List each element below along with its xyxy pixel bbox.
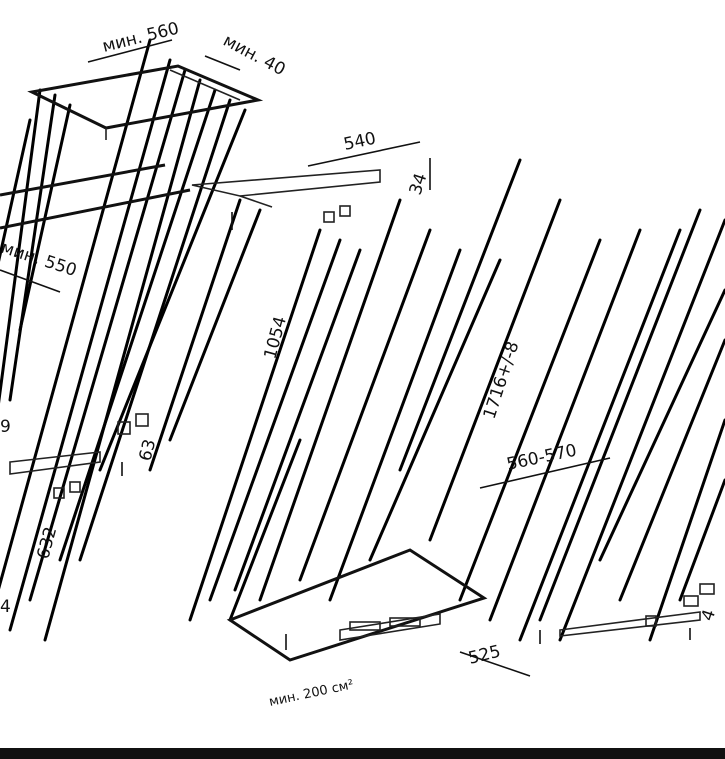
lower-plinth — [226, 548, 488, 662]
lower-width-label: 560-570 — [505, 441, 579, 475]
niche-height-label: 1054 — [261, 314, 292, 361]
top-depth-label: мин. 40 — [220, 31, 289, 80]
hinge-offset-label: 63 — [136, 437, 161, 463]
upper-niche — [0, 163, 381, 230]
guide-lines — [0, 38, 725, 642]
upper-niche-width-label: 540 — [342, 129, 378, 155]
hinges — [9, 205, 715, 637]
lower-gap-label: 4 — [698, 607, 720, 623]
top-shelf — [27, 64, 264, 140]
total-height-label: 1716+/-8 — [480, 339, 524, 421]
bottom-bar — [0, 748, 725, 759]
left-mid-mark: 9 — [0, 417, 11, 437]
bottom-vent-label: мин. 200 см² — [268, 677, 355, 710]
top-width-label: мин. 560 — [100, 19, 181, 57]
dimension-lines — [0, 39, 691, 677]
left-edge-mark: 4 — [0, 597, 11, 617]
upper-gap-label: 34 — [406, 171, 432, 198]
